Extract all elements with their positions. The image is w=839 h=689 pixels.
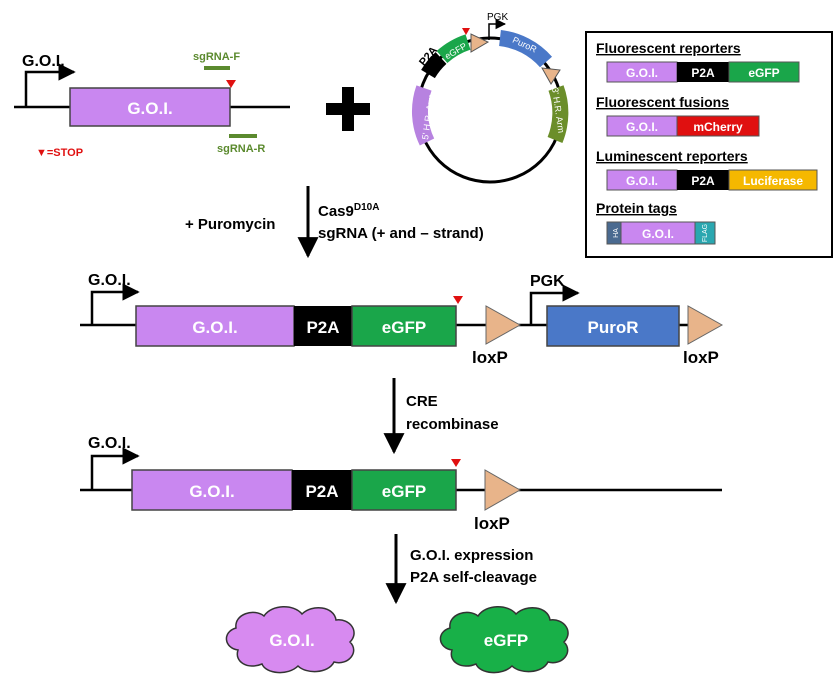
c1-stop-marker [453,296,463,304]
goi-promoter-label: G.O.I. [22,53,65,70]
plasmid-egfp [436,34,471,64]
legend-r4-flag: FLAG [702,224,709,242]
cas9-superscript: D10A [354,202,380,213]
c1-loxp-2 [687,305,724,345]
legend-r1-goi: G.O.I. [626,66,658,80]
legend-r1-p2a: P2A [691,66,715,80]
c2-egfp-label: eGFP [382,482,426,501]
c1-goi-label: G.O.I. [192,318,237,337]
genomic-locus: G.O.I. G.O.I. sgRNA-F sgRNA-R ▼=STOP [14,51,290,159]
plasmid-puror [498,30,553,68]
c2-loxp-label: loxP [474,514,510,533]
c1-puror-label: PuroR [588,318,639,337]
cleavage-label: P2A self-cleavage [410,569,537,586]
puromycin-label: + Puromycin [185,216,275,233]
step2-arrow: CRE recombinase [383,378,499,455]
plasmid-p2a [421,52,447,79]
svg-text:Cas9D10A: Cas9D10A [318,202,379,220]
legend-r1-egfp: eGFP [748,66,779,80]
product-egfp-cloud: eGFP [439,606,569,674]
c2-p2a-label: P2A [305,482,338,501]
product-goi-cloud: G.O.I. [225,606,355,674]
legend-r4-goi: G.O.I. [642,227,674,241]
goi-gene-box [69,87,231,127]
product-egfp-label: eGFP [484,631,528,650]
product-goi-label: G.O.I. [269,631,314,650]
c1-goi-promoter-label: G.O.I. [88,272,131,289]
legend-r4-ha: HA [613,228,620,238]
c2-goi-label: G.O.I. [189,482,234,501]
goi-gene-label: G.O.I. [127,99,172,118]
construct-1: G.O.I. G.O.I. P2A eGFP loxP PGK PuroR lo… [80,272,724,367]
step3-arrow: G.O.I. expression P2A self-cleavage [385,534,537,605]
plasmid-5-arm [412,85,435,146]
stop-marker [226,80,236,88]
cre-label: CRE [406,393,438,410]
legend-r3-goi: G.O.I. [626,174,658,188]
c2-loxp [484,469,522,511]
c1-p2a-label: P2A [306,318,339,337]
sgrna-r-label: sgRNA-R [217,143,265,155]
plus-sign [326,87,370,131]
step1-arrow: + Puromycin Cas9D10A sgRNA (+ and – stra… [185,186,484,259]
c2-goi-promoter-label: G.O.I. [88,435,131,452]
legend-heading-protein-tags: Protein tags [596,200,677,216]
legend-panel: Fluorescent reporters G.O.I. P2A eGFP Fl… [585,31,833,258]
donor-plasmid: PGK P2A eGFP PuroR 5' H.R. Arm 3' H.R. A… [412,12,569,184]
c2-stop-marker [451,459,461,467]
legend-r3-p2a: P2A [691,174,715,188]
sgrna-f-label: sgRNA-F [193,51,240,63]
c1-loxp2-label: loxP [683,348,719,367]
legend-heading-fluorescent-fusions: Fluorescent fusions [596,94,729,110]
expression-label: G.O.I. expression [410,547,533,564]
sgrna-f-bar [204,66,230,70]
c1-egfp-label: eGFP [382,318,426,337]
plasmid-loxp-2 [541,67,561,85]
legend-r2-mcherry: mCherry [693,120,743,134]
stop-legend: ▼=STOP [36,147,83,159]
legend-heading-fluorescent-reporters: Fluorescent reporters [596,40,741,56]
plasmid-stop [462,28,470,35]
c1-pgk-label: PGK [530,273,565,290]
c1-loxp1-label: loxP [472,348,508,367]
legend-r2-goi: G.O.I. [626,120,658,134]
legend-heading-luminescent-reporters: Luminescent reporters [596,148,748,164]
sgrna-strand-label: sgRNA (+ and – strand) [318,225,484,242]
c1-loxp-1 [485,305,522,345]
cas9-label: Cas9 [318,203,354,220]
plasmid-3-arm [547,85,569,144]
legend-r3-luciferase: Luciferase [743,174,803,188]
plasmid-pgk-label: PGK [487,12,508,23]
plasmid-loxp-1 [470,33,490,53]
construct-2: G.O.I. G.O.I. P2A eGFP loxP [80,435,722,533]
sgrna-r-bar [229,134,257,138]
recombinase-label: recombinase [406,416,499,433]
